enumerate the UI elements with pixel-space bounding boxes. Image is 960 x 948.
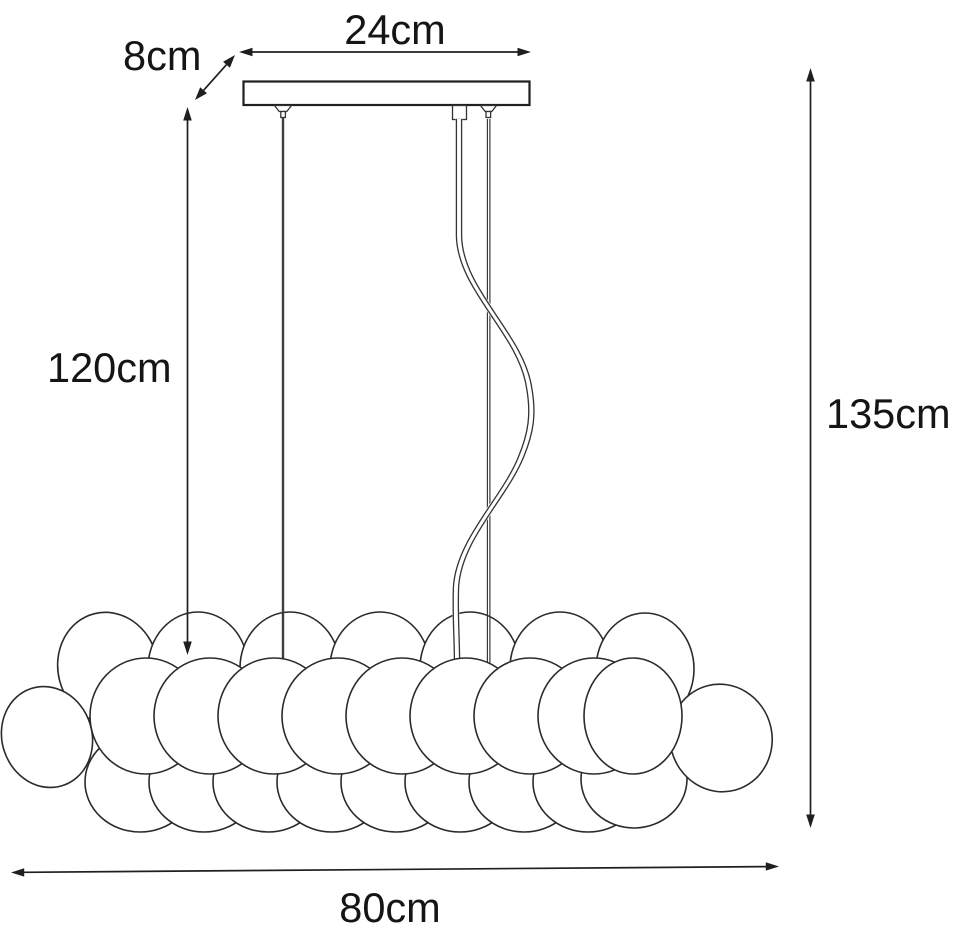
dimension-fixture-width: 80cm xyxy=(11,862,779,931)
dimension-label-total-height: 135cm xyxy=(826,390,951,437)
arrowhead-left xyxy=(11,868,25,877)
canopy-plate xyxy=(242,80,531,107)
left-cord-nipple xyxy=(280,110,287,119)
dimension-label-canopy-width: 24cm xyxy=(344,6,445,53)
right-cord-grip xyxy=(479,104,498,113)
arrowhead-up xyxy=(183,107,192,121)
sphere-cluster-ends xyxy=(0,683,774,793)
right-cord-nipple xyxy=(485,110,492,119)
arrowhead-down xyxy=(183,641,192,655)
dimension-line xyxy=(23,865,767,874)
arrowhead-upper xyxy=(223,55,235,68)
arrowhead-lower xyxy=(195,87,207,100)
dimension-canopy-depth: 8cm xyxy=(123,32,235,100)
sphere-cluster-front-row xyxy=(89,657,683,775)
arrowhead-up xyxy=(806,68,815,82)
arrowhead-left xyxy=(239,47,253,57)
suspension-cords xyxy=(281,118,535,663)
arrowhead-down xyxy=(806,814,815,828)
dimension-line xyxy=(202,64,228,91)
dimension-suspension-length: 120cm xyxy=(47,107,192,655)
dimension-label-fixture-width: 80cm xyxy=(339,884,440,931)
power-cable-wavy xyxy=(452,119,535,662)
dimension-canopy-width: 24cm xyxy=(239,6,531,57)
dimension-label-canopy-depth: 8cm xyxy=(123,32,201,79)
cable-strain-relief xyxy=(451,104,468,121)
dimension-label-suspension-length: 120cm xyxy=(47,344,172,391)
arrowhead-right xyxy=(517,47,531,57)
dimension-total-height: 135cm xyxy=(806,68,951,828)
left-cord-grip xyxy=(273,104,293,113)
ceiling-canopy xyxy=(242,80,531,121)
arrowhead-right xyxy=(765,862,779,871)
glass-sphere xyxy=(583,657,683,775)
